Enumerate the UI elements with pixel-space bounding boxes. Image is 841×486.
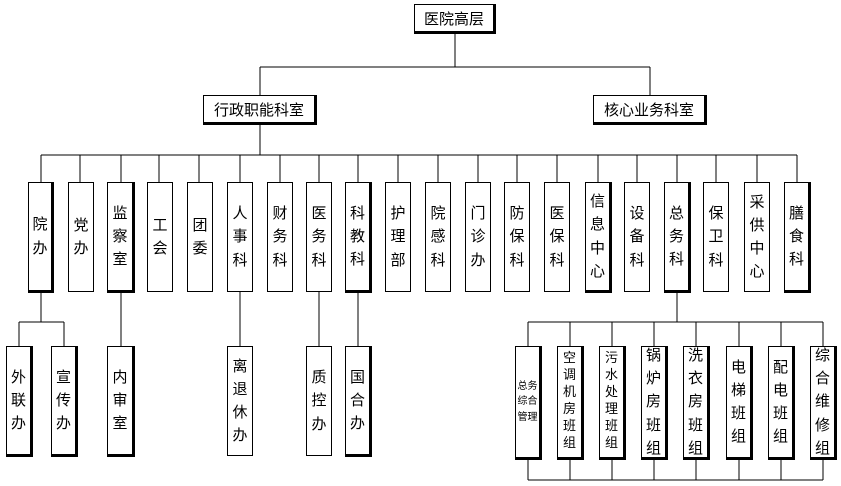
dept-fangbaoke: 防保科 — [504, 182, 530, 292]
sub-kongtiao-jifang-banzu: 空调机房班组 — [557, 346, 584, 460]
dept-shebeike: 设备科 — [624, 182, 650, 292]
admin-branch-node: 行政职能科室 — [203, 95, 317, 125]
sub-dianti-banzu: 电梯班组 — [726, 346, 753, 460]
dept-yuanganke: 院感科 — [425, 182, 451, 292]
sub-zhikongban: 质控办 — [306, 346, 332, 456]
dept-shanshike: 膳食科 — [784, 182, 811, 293]
sub-peidian-banzu: 配电班组 — [768, 346, 795, 460]
dept-tuanwei: 团委 — [187, 182, 213, 292]
dept-gonghui: 工会 — [147, 182, 173, 292]
dept-kejiaoke: 科教科 — [345, 182, 372, 293]
dept-jianchashi: 监察室 — [107, 182, 135, 293]
dept-renshike: 人事科 — [227, 182, 253, 292]
dept-yibaoke: 医保科 — [544, 182, 570, 292]
top-management-node: 医院高层 — [414, 4, 496, 34]
dept-baoweike: 保卫科 — [703, 182, 729, 292]
sub-wushui-chuli-banzu: 污水处理班组 — [599, 346, 626, 460]
sub-zonghe-weixiuzu: 综合维修组 — [810, 346, 837, 460]
sub-zongwu-zonghe-guanli: 总务综合管理 — [515, 346, 542, 460]
sub-lituixiuban: 离退休办 — [227, 346, 253, 456]
sub-waiLianban: 外联办 — [6, 346, 33, 457]
dept-yiwuke: 医务科 — [306, 182, 332, 292]
sub-guolufang-banzu: 锅炉房班组 — [641, 346, 668, 460]
sub-xiyifang-banzu: 洗衣房班组 — [683, 346, 710, 460]
sub-guoheban: 国合办 — [345, 346, 372, 457]
core-branch-node: 核心业务科室 — [593, 95, 707, 125]
dept-hulibu: 护理部 — [385, 182, 411, 292]
dept-caigongzhongxin: 采供中心 — [744, 182, 770, 292]
dept-zongwuke: 总务科 — [664, 182, 691, 293]
dept-menzhenban: 门诊办 — [465, 182, 491, 292]
sub-xuanchuanban: 宣传办 — [51, 346, 78, 457]
sub-neishenshi: 内审室 — [107, 346, 135, 457]
dept-xinxizhongxin: 信息中心 — [585, 182, 612, 293]
dept-caiwuke: 财务科 — [267, 182, 293, 292]
dept-yuanban: 院办 — [28, 182, 54, 293]
dept-dangban: 党办 — [68, 182, 94, 292]
